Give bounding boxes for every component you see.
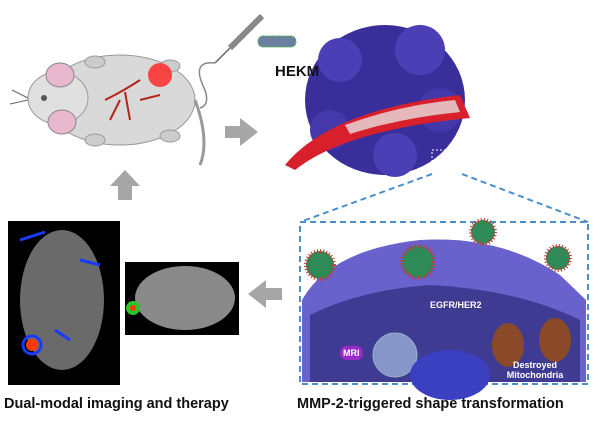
hekm-nanoparticle-icon [257,35,297,48]
caption-shape-transformation: MMP-2-triggered shape transformation [297,396,564,412]
tumor-glow-icon [148,63,172,87]
tumor-cell-illustration [302,218,586,400]
mri-image [125,262,239,335]
mitochondria-label: Destroyed Mitochondria [506,360,564,380]
arrow-left-icon [248,280,282,308]
tumor-mass-illustration [285,25,470,177]
mouse-illustration [9,54,206,166]
receptor-label: EGFR/HER2 [430,300,482,310]
syringe-icon [198,13,265,109]
fluorescence-image [8,221,120,385]
arrow-up-icon [110,170,140,200]
mri-label: MRI [340,346,363,360]
hekm-label: HEKM [275,63,320,80]
arrow-right-icon [225,118,258,146]
caption-imaging-therapy: Dual-modal imaging and therapy [4,396,229,412]
